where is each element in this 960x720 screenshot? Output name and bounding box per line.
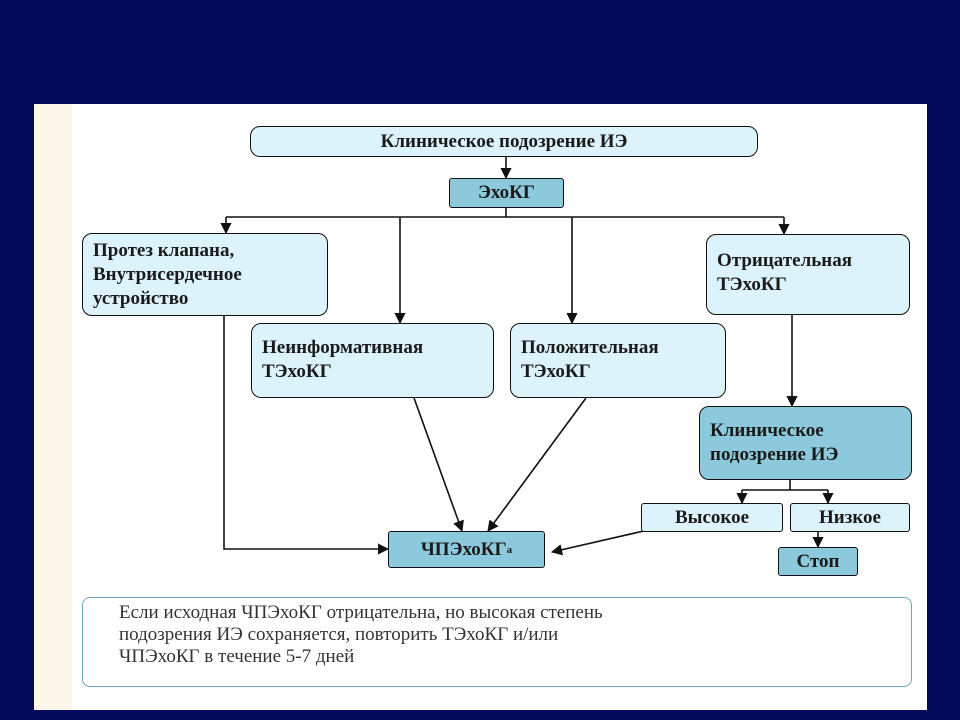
node-tee-footnote: a xyxy=(506,543,513,556)
node-tte: ЭхоКГ xyxy=(449,178,564,208)
node-clinical-suspicion-second: Клиническое подозрение ИЭ xyxy=(699,406,912,480)
node-positive: Положительная ТЭхоКГ xyxy=(510,323,726,398)
arrow-high-to-tee xyxy=(550,529,649,556)
node-tee-label: ЧПЭхоКГ xyxy=(420,538,507,560)
node-low: Низкое xyxy=(790,503,910,532)
panel-left-strip xyxy=(34,104,72,710)
node-uninformative: Неинформативная ТЭхоКГ xyxy=(251,323,494,398)
footnote-box: Если исходная ЧПЭхоКГ отрицательна, но в… xyxy=(82,597,912,687)
node-negative: Отрицательная ТЭхоКГ xyxy=(706,234,910,315)
arrow-positive-to-tee xyxy=(487,397,587,532)
node-high: Высокое xyxy=(641,503,783,532)
node-clinical-suspicion: Клиническое подозрение ИЭ xyxy=(250,126,758,157)
node-prosthesis: Протез клапана, Внутрисердечное устройст… xyxy=(82,233,328,316)
arrow-uninformative-to-tee xyxy=(413,397,464,533)
node-stop: Стоп xyxy=(778,547,858,576)
arrow-prosthesis-to-tee xyxy=(223,316,390,555)
